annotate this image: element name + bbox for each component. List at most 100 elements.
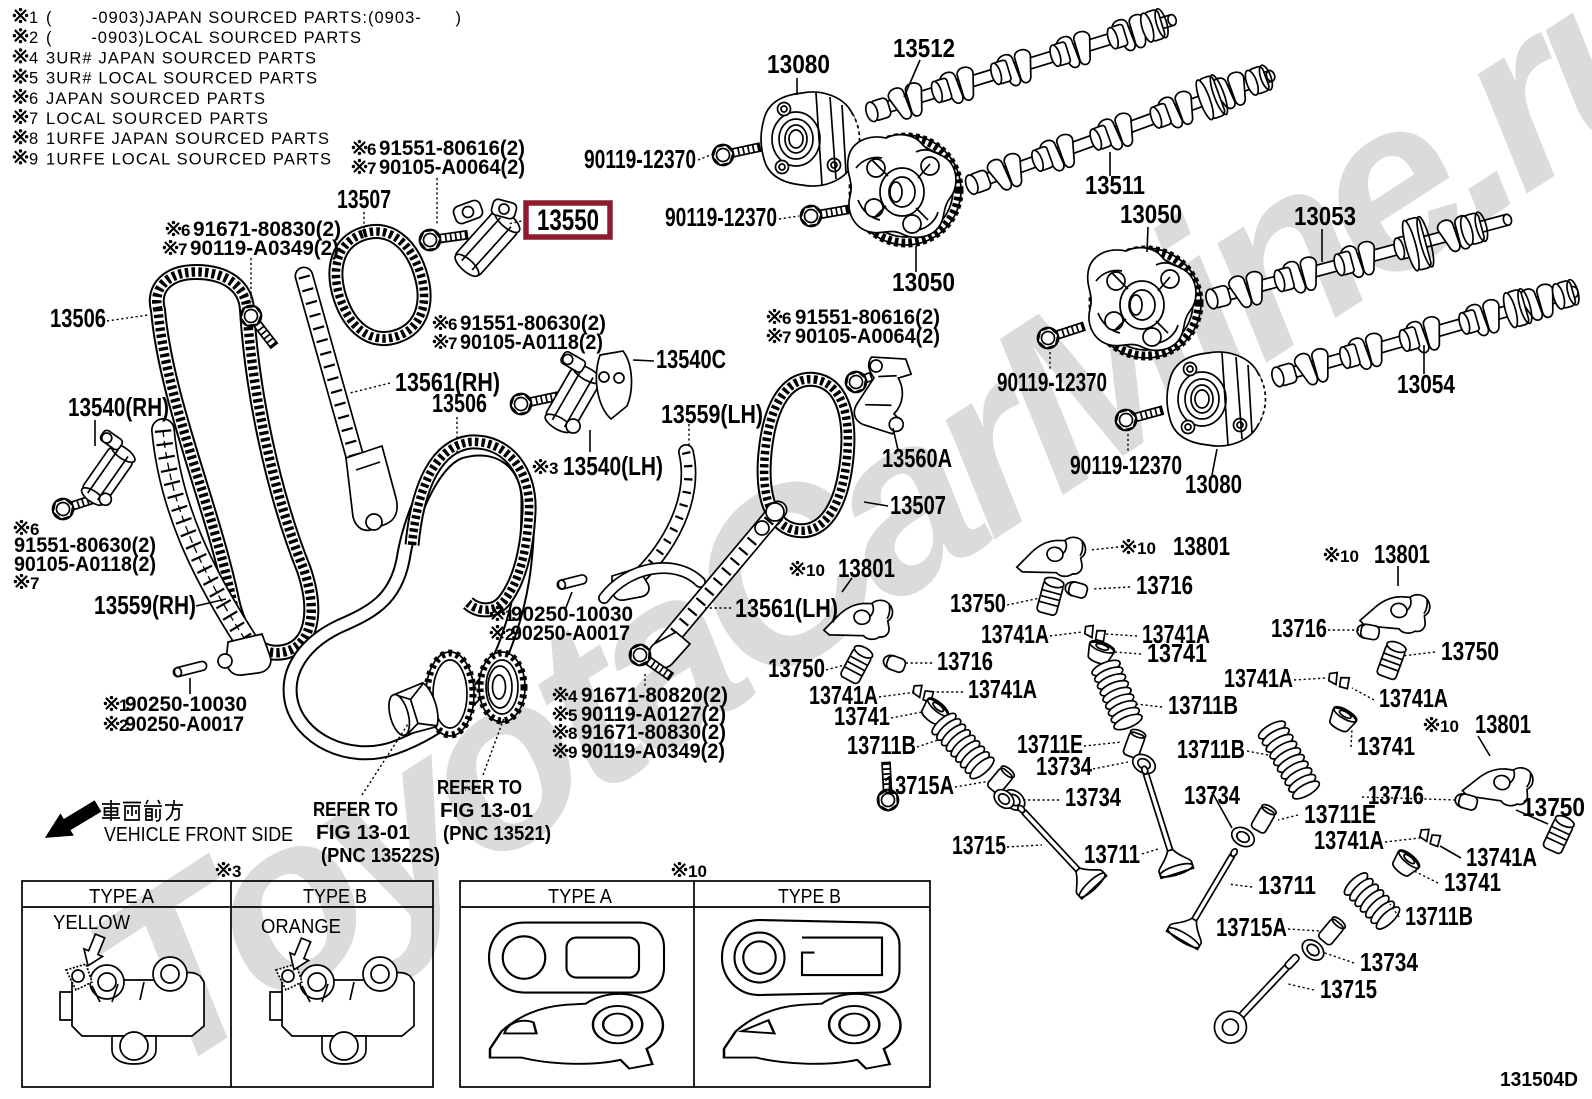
svg-text:13540C: 13540C bbox=[656, 344, 726, 374]
svg-text:3: 3 bbox=[232, 862, 241, 881]
svg-text:13801: 13801 bbox=[1374, 539, 1430, 569]
svg-text:13080: 13080 bbox=[1185, 469, 1242, 499]
svg-text:13716: 13716 bbox=[1368, 780, 1424, 810]
svg-text:13741: 13741 bbox=[834, 701, 890, 731]
svg-text:13750: 13750 bbox=[768, 653, 825, 683]
svg-text:13050: 13050 bbox=[1120, 199, 1182, 229]
svg-text:90119-12370: 90119-12370 bbox=[1070, 450, 1182, 480]
svg-text:13506: 13506 bbox=[50, 303, 106, 333]
svg-text:13750: 13750 bbox=[1522, 792, 1585, 822]
svg-text:13715: 13715 bbox=[1320, 974, 1377, 1004]
svg-text:( -0903)JAPAN SOURCED PA: ( -0903)JAPAN SOURCED PARTS:(0903- ) bbox=[46, 9, 461, 27]
svg-text:3: 3 bbox=[549, 459, 558, 478]
svg-text:10: 10 bbox=[1440, 717, 1459, 736]
svg-text:( -0903)LOCAL SOURCED PA: ( -0903)LOCAL SOURCED PARTS bbox=[46, 29, 361, 47]
svg-text:13734: 13734 bbox=[1360, 947, 1418, 977]
svg-text:90250-10030: 90250-10030 bbox=[511, 603, 633, 626]
svg-text:FIG 13-01: FIG 13-01 bbox=[440, 800, 533, 822]
svg-text:13741A: 13741A bbox=[1224, 663, 1293, 693]
svg-text:91671-80820(2): 91671-80820(2) bbox=[581, 684, 728, 707]
svg-text:90250-A0017: 90250-A0017 bbox=[511, 622, 630, 645]
svg-text:13540(LH): 13540(LH) bbox=[563, 451, 663, 481]
svg-text:10: 10 bbox=[688, 862, 707, 881]
svg-text:4: 4 bbox=[568, 687, 578, 706]
svg-text:90119-A0349(2): 90119-A0349(2) bbox=[190, 237, 339, 260]
svg-text:131504D: 131504D bbox=[1500, 1069, 1578, 1091]
svg-text:13561(RH): 13561(RH) bbox=[395, 367, 500, 397]
svg-text:7: 7 bbox=[367, 159, 376, 178]
svg-text:7: 7 bbox=[30, 574, 39, 593]
svg-text:13711E: 13711E bbox=[1017, 729, 1083, 759]
svg-text:(PNC 13522S): (PNC 13522S) bbox=[321, 845, 440, 867]
svg-text:6: 6 bbox=[782, 309, 791, 328]
svg-text:7: 7 bbox=[782, 328, 791, 347]
svg-text:13511: 13511 bbox=[1085, 170, 1145, 200]
svg-text:13716: 13716 bbox=[937, 646, 993, 676]
svg-text:13711: 13711 bbox=[1084, 839, 1140, 869]
svg-text:6: 6 bbox=[448, 315, 457, 334]
svg-text:VEHICLE FRONT SIDE: VEHICLE FRONT SIDE bbox=[104, 824, 293, 846]
svg-text:91551-80616(2): 91551-80616(2) bbox=[795, 306, 940, 329]
svg-text:91551-80630(2): 91551-80630(2) bbox=[14, 534, 156, 557]
svg-text:13741A: 13741A bbox=[968, 674, 1037, 704]
svg-text:9: 9 bbox=[568, 743, 577, 762]
svg-text:13741: 13741 bbox=[1444, 867, 1501, 897]
svg-text:13561(LH): 13561(LH) bbox=[735, 593, 838, 623]
svg-text:YELLOW: YELLOW bbox=[53, 912, 130, 934]
svg-text:13741A: 13741A bbox=[1379, 683, 1448, 713]
svg-text:13540(RH): 13540(RH) bbox=[68, 392, 169, 422]
svg-text:6: 6 bbox=[30, 520, 39, 539]
svg-text:LOCAL SOURCED PARTS: LOCAL SOURCED PARTS bbox=[46, 110, 268, 128]
svg-text:13716: 13716 bbox=[1136, 570, 1193, 600]
svg-text:13711: 13711 bbox=[1258, 870, 1316, 900]
svg-text:1: 1 bbox=[505, 606, 514, 625]
svg-text:13750: 13750 bbox=[1441, 636, 1499, 666]
svg-text:7: 7 bbox=[448, 334, 457, 353]
svg-text:13711B: 13711B bbox=[1405, 901, 1473, 931]
svg-text:13560A: 13560A bbox=[882, 443, 952, 473]
svg-text:JAPAN SOURCED PARTS: JAPAN SOURCED PARTS bbox=[46, 90, 265, 108]
svg-text:8: 8 bbox=[568, 724, 577, 743]
svg-text:1URFE JAPAN SOURCED PARTS: 1URFE JAPAN SOURCED PARTS bbox=[46, 130, 329, 148]
svg-text:1URFE LOCAL SOURCED PARTS: 1URFE LOCAL SOURCED PARTS bbox=[46, 150, 331, 168]
svg-text:90119-12370: 90119-12370 bbox=[665, 202, 777, 232]
svg-text:13050: 13050 bbox=[892, 267, 955, 297]
svg-text:13741A: 13741A bbox=[1314, 825, 1384, 855]
svg-text:13506: 13506 bbox=[432, 388, 487, 418]
svg-text:TYPE A: TYPE A bbox=[89, 886, 155, 908]
svg-text:TYPE A: TYPE A bbox=[548, 886, 613, 908]
svg-text:10: 10 bbox=[1137, 539, 1156, 558]
svg-text:5: 5 bbox=[568, 706, 577, 725]
svg-text:7: 7 bbox=[178, 240, 187, 259]
svg-text:91671-80830(2): 91671-80830(2) bbox=[581, 721, 726, 744]
svg-text:13711E: 13711E bbox=[1304, 799, 1376, 829]
svg-text:13741A: 13741A bbox=[809, 680, 878, 710]
svg-text:FIG 13-01: FIG 13-01 bbox=[316, 822, 410, 844]
svg-text:6: 6 bbox=[181, 221, 190, 240]
svg-text:5: 5 bbox=[29, 70, 38, 88]
svg-text:13734: 13734 bbox=[1065, 782, 1121, 812]
svg-text:13750: 13750 bbox=[950, 588, 1006, 618]
svg-text:90250-10030: 90250-10030 bbox=[125, 693, 247, 716]
svg-text:13801: 13801 bbox=[1173, 531, 1230, 561]
svg-text:8: 8 bbox=[29, 130, 38, 148]
svg-text:13711B: 13711B bbox=[847, 730, 916, 760]
svg-text:90119-12370: 90119-12370 bbox=[997, 367, 1107, 397]
svg-text:13507: 13507 bbox=[337, 184, 391, 214]
svg-text:90119-A0349(2): 90119-A0349(2) bbox=[581, 740, 725, 763]
svg-text:13741A: 13741A bbox=[1142, 619, 1210, 649]
svg-text:2: 2 bbox=[119, 716, 128, 735]
svg-text:13711B: 13711B bbox=[1168, 690, 1238, 720]
svg-text:2: 2 bbox=[29, 29, 38, 47]
svg-text:13716: 13716 bbox=[1271, 613, 1327, 643]
svg-text:13741A: 13741A bbox=[1466, 842, 1537, 872]
svg-text:6: 6 bbox=[367, 140, 376, 159]
svg-text:13559(LH): 13559(LH) bbox=[661, 399, 763, 429]
svg-text:1: 1 bbox=[29, 9, 38, 27]
svg-text:TYPE B: TYPE B bbox=[303, 886, 367, 908]
svg-text:13741A: 13741A bbox=[981, 619, 1049, 649]
svg-text:13734: 13734 bbox=[1036, 751, 1092, 781]
svg-text:13559(RH): 13559(RH) bbox=[94, 590, 196, 620]
svg-text:13507: 13507 bbox=[890, 490, 946, 520]
svg-text:13080: 13080 bbox=[767, 49, 830, 79]
